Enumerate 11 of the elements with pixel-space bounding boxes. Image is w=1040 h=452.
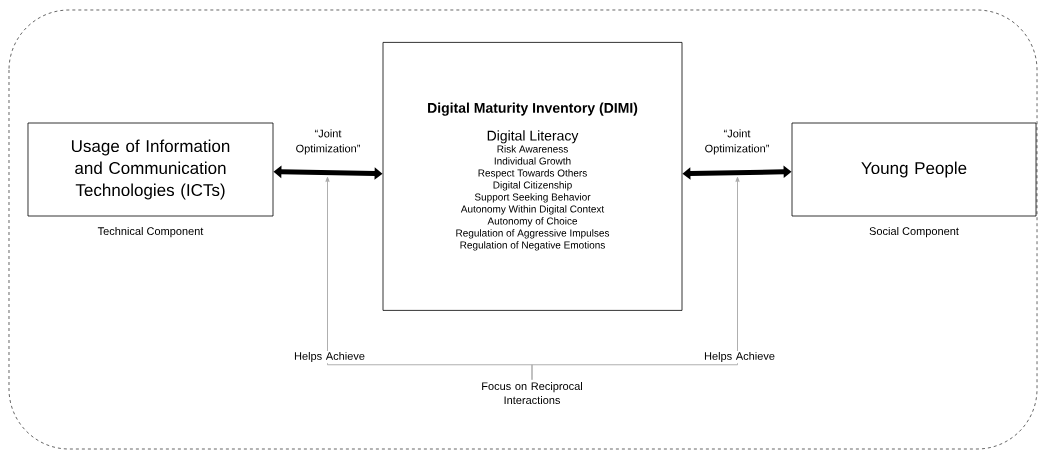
feedback-arrow [531,176,740,381]
edge-label: Helps Achieve [698,350,781,364]
component-box: Young People [791,122,1037,217]
caption-text: Focus on Reciprocal Interactions [482,381,582,405]
inventory-box: Digital Maturity Inventory (DIMI) Digital Literacy Risk Awareness Individual Growth Respect Towards Others Digital Citizenship Support Seeking Behavior Autonomy Within Digital Context Autonomy of Choice Regulation of Aggressive Impulses Regulation of Negative Emotions [382,42,683,311]
edge-label: “Joint Optimization” [696,128,778,156]
edge-label: “Joint Optimization” [287,128,369,156]
component-caption: Social Component [869,226,959,238]
component-box: Usage of Information and Communication Technologies (ICTs) [27,122,274,217]
component-caption: Technical Component [97,226,204,238]
edge-label: Helps Achieve [288,350,371,364]
